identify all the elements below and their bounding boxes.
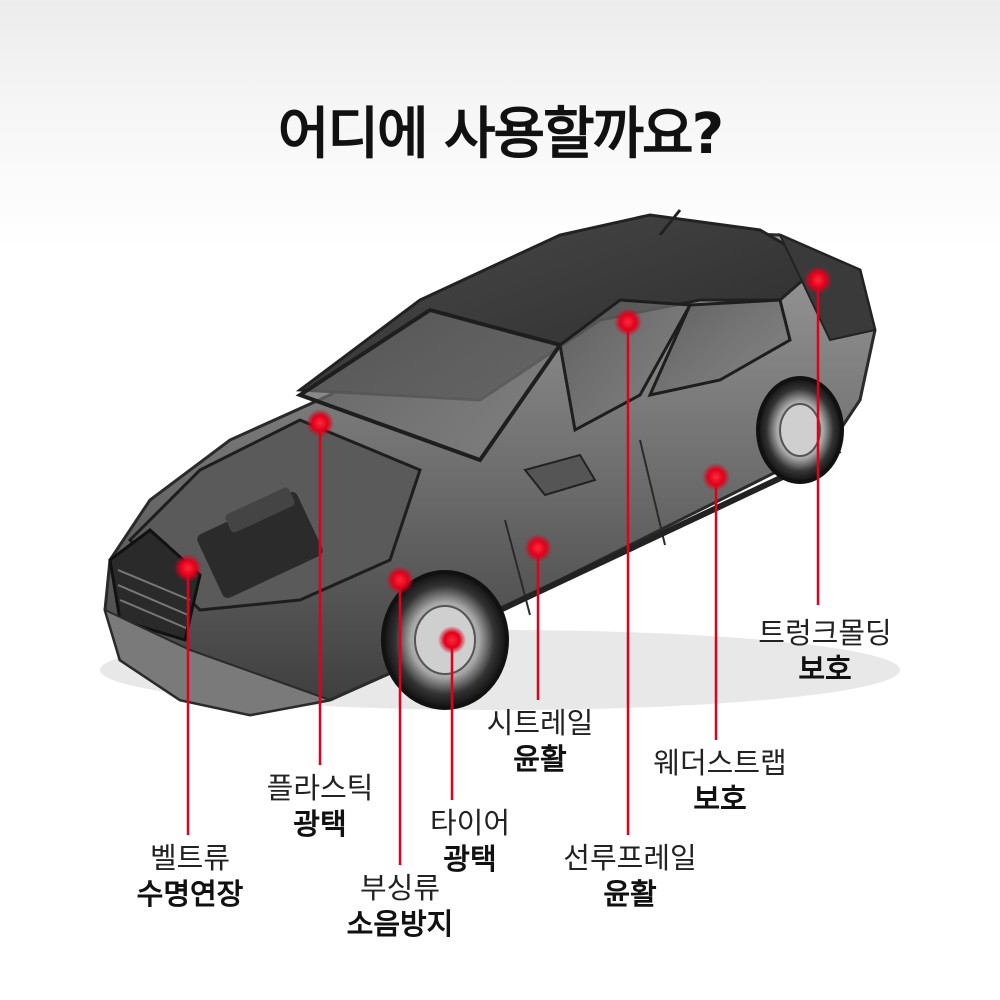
callout-lines [186,280,820,865]
callout-plastic: 플라스틱 광택 [267,770,374,842]
callout-plastic-benefit: 광택 [293,807,347,841]
callout-weatherstrip: 웨더스트랩 보호 [653,745,786,817]
callout-tire-part: 타이어 [429,806,511,840]
callout-belt: 벨트류 수명연장 [137,840,244,912]
rear-wheel [756,376,844,484]
seat-rail-marker-dot [524,534,552,562]
callout-bushing-benefit: 소음방지 [346,907,454,941]
callout-bushing: 부싱류 소음방지 [347,870,454,942]
title-band [0,0,1000,250]
callout-belt-benefit: 수명연장 [136,877,244,911]
callout-sunroof-rail-part: 선루프레일 [563,841,697,875]
callout-belt-part: 벨트류 [149,841,231,875]
sunroof-rail-marker-dot [614,308,642,336]
weatherstrip-marker-dot [702,463,730,491]
callout-sunroof-rail-benefit: 윤활 [603,877,657,911]
callout-bushing-part: 부싱류 [359,871,441,905]
callout-dots [174,266,832,654]
callout-seat-rail-part: 시트레일 [486,706,594,740]
bushing-marker-dot [386,566,414,594]
tire-marker-dot [438,626,466,654]
callout-tire: 타이어 광택 [430,805,510,877]
trunk-molding-marker-dot [804,266,832,294]
callout-tire-benefit: 광택 [443,842,497,876]
callout-weatherstrip-part: 웨더스트랩 [653,746,787,780]
callout-trunk-molding: 트렁크몰딩 보호 [758,615,891,687]
callout-sunroof-rail: 선루프레일 윤활 [563,840,696,912]
car-body [100,209,900,717]
page-title: 어디에 사용할까요? [277,102,724,167]
callout-trunk-molding-benefit: 보호 [798,652,852,686]
callout-plastic-part: 플라스틱 [266,771,374,805]
plastic-marker-dot [306,409,334,437]
callout-seat-rail-benefit: 윤활 [513,742,567,776]
belt-marker-dot [174,554,202,582]
callout-seat-rail: 시트레일 윤활 [487,705,594,777]
callout-weatherstrip-benefit: 보호 [693,782,747,816]
callout-trunk-molding-part: 트렁크몰딩 [758,616,892,650]
